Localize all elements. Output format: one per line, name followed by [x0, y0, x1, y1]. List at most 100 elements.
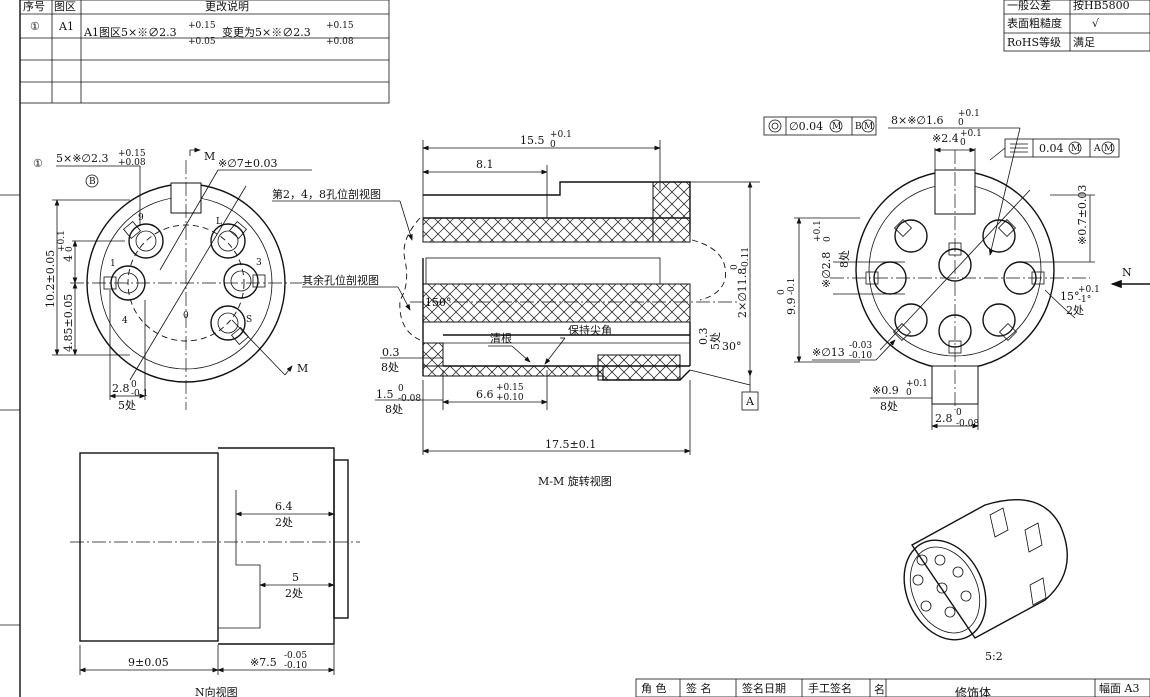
fcf1-modifier: M	[832, 122, 841, 132]
section-mark-m-top: M	[204, 150, 215, 163]
right-holes-up: +0.1	[958, 109, 980, 119]
dim-15-up: 0	[398, 384, 404, 394]
dim-99-up: 0	[777, 289, 787, 295]
spec-value-rohs: 满足	[1073, 36, 1095, 49]
spec-label-rohs: RoHS等级	[1007, 35, 1061, 49]
dim-75: ※7.5	[250, 656, 277, 669]
spec-label-tolerance: 一般公差	[1007, 0, 1051, 12]
rev-row-desc-lo1: +0.05	[188, 37, 216, 47]
title-header-manual: 手工签名	[808, 681, 852, 695]
rev-row-desc-p2: 变更为5×※∅2.3	[222, 25, 311, 39]
section-mark-m-bottom: M	[297, 362, 308, 375]
title-header-role: 角 色	[641, 681, 667, 695]
holes-tol-lo: +0.08	[118, 158, 146, 168]
dim-28b-lo: -0.08	[956, 419, 979, 429]
right-holes-lo: 0	[958, 118, 964, 128]
hole-num-1: 1	[110, 259, 116, 269]
dim-66-up: +0.15	[496, 383, 524, 393]
sheet-border	[0, 0, 21, 697]
hole-num-4: 4	[122, 316, 128, 326]
dim-81: 8.1	[476, 158, 494, 171]
hole-num-9: 9	[138, 213, 144, 223]
view-n-label: N	[1122, 266, 1132, 279]
dim-28r-count: 8处	[838, 250, 851, 268]
dim-99: 9.9	[785, 298, 798, 316]
dim-155-up: +0.1	[550, 130, 572, 140]
rev-row-zone: A1	[58, 20, 74, 33]
dim-485: 4.85±0.05	[62, 294, 75, 352]
dim-28: 2.8	[112, 382, 130, 395]
section-caption: M-M 旋转视图	[538, 474, 612, 488]
dim-75-lo: -0.10	[284, 661, 307, 671]
dim-66-lo: +0.10	[496, 393, 524, 403]
dim-15-count: 8处	[385, 403, 403, 416]
dim-155: 15.5	[520, 134, 545, 147]
dim-5-count: 2处	[285, 587, 303, 600]
dim-150deg: 150°	[425, 296, 452, 309]
rev-row-desc-up2: +0.15	[326, 21, 354, 31]
fcf2-tolerance: 0.04	[1039, 142, 1064, 155]
dim-64: 6.4	[275, 500, 293, 513]
title-header-name: 名	[874, 682, 885, 696]
fcf2-datum-modifier: M	[1104, 144, 1113, 154]
fcf2-modifier: M	[1071, 144, 1080, 154]
dim-28b-up: 0	[956, 408, 962, 418]
dim-28-lo: -0.1	[131, 389, 148, 399]
dim-155-lo: 0	[550, 140, 556, 150]
rev-header-no: 序号	[23, 0, 45, 13]
label-section-248: 第2，4，8孔位剖视图	[272, 187, 381, 201]
dim-13-up: -0.03	[849, 341, 872, 351]
dim-09-count: 8处	[880, 400, 898, 413]
rev-row-desc-up1: +0.15	[188, 21, 216, 31]
dim-99-lo: -0.1	[787, 278, 797, 295]
dim-75-up: -0.05	[284, 651, 307, 661]
title-block: 角 色 签 名 签名日期 手工签名 名 修饰体 幅面 A3	[635, 678, 1150, 697]
hole-num-l: L	[216, 217, 222, 227]
label-jianjiao: 保持尖角	[568, 323, 612, 337]
dim-28r-lo: 0	[823, 236, 833, 242]
dim-28r: ※∅2.8	[820, 252, 833, 288]
dim-diam118-lo: -0.11	[741, 247, 751, 270]
n-view: 6.4 2处 5 2处 9±0.05 ※7.5 -0.05 -0.10 N向视图	[70, 447, 360, 697]
rev-header-zone: 图区	[54, 0, 76, 13]
dim-07: ※0.7±0.03	[1076, 185, 1089, 245]
holes-tol-up: +0.15	[118, 149, 146, 159]
dim-64-count: 2处	[275, 516, 293, 529]
part-name: 修饰体	[955, 685, 991, 697]
dim-15deg-count: 2处	[1066, 304, 1084, 317]
dim-24: ※2.4	[932, 132, 959, 145]
dim-66: 6.6	[476, 388, 494, 401]
left-holes	[103, 220, 266, 346]
dim-height: 10.2±0.05	[44, 250, 57, 308]
holes-note: 5×※∅2.3	[56, 152, 109, 165]
dim-28r-up: +0.1	[813, 220, 823, 242]
dim-15deg-lo: -1°	[1078, 295, 1091, 305]
dim-24-lo: 0	[960, 138, 966, 148]
dim-28b: 2.8	[935, 412, 953, 425]
dim-28-count: 5处	[118, 399, 136, 412]
roughness-symbol-icon: √	[1092, 17, 1100, 30]
center-hole-note: ※∅7±0.03	[218, 157, 278, 170]
datum-b-label: B	[89, 177, 96, 187]
fcf1-tolerance: ∅0.04	[789, 120, 823, 133]
sheet-size: 幅面 A3	[1099, 682, 1139, 695]
n-view-caption: N向视图	[195, 685, 238, 697]
dim-15deg: 15°	[1060, 290, 1080, 303]
revision-table: 序号 图区 更改说明 ① A1 A1图区5×※∅2.3 +0.15 +0.05 …	[19, 0, 390, 104]
label-qinggen: 清根	[490, 331, 512, 345]
fcf2-datum: A	[1093, 144, 1101, 154]
dim-diam118-up: 0	[730, 264, 740, 270]
dim-15: 1.5	[376, 388, 394, 401]
hole-num-s: S	[246, 315, 252, 325]
spec-label-roughness: 表面粗糙度	[1007, 16, 1062, 30]
dim-09-up: +0.1	[906, 379, 928, 389]
rev-row-desc-lo2: +0.08	[326, 37, 354, 47]
hole-num-0: 0	[183, 311, 189, 321]
spec-value-tolerance: 按HB5800	[1073, 0, 1130, 12]
dim-03: 0.3	[382, 346, 400, 359]
dim-15-lo: -0.08	[398, 394, 421, 404]
dim-diam118: 2×∅11.8	[736, 268, 749, 318]
dim-4-up: +0.1	[57, 230, 67, 252]
dim-13-lo: -0.10	[849, 351, 872, 361]
dim-28-up: 0	[131, 380, 137, 390]
